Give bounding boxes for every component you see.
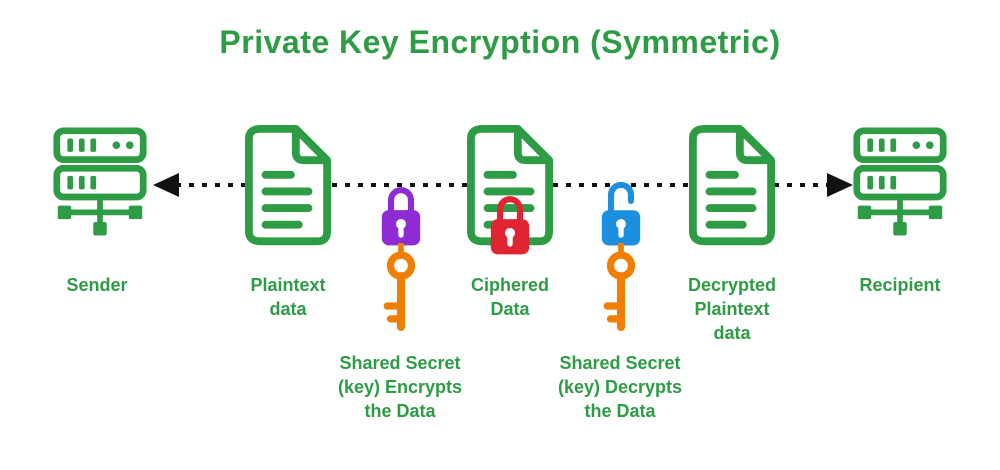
encrypt-key-node <box>380 243 422 333</box>
decrypt-lock-node <box>598 178 644 249</box>
unlocked-padlock-icon <box>601 181 641 246</box>
ciphered-label: Ciphered Data <box>470 275 549 319</box>
sender-node <box>52 126 148 246</box>
locked-padlock-icon <box>490 196 530 255</box>
server-icon <box>53 127 147 236</box>
plaintext-label: Plaintext data <box>250 275 326 319</box>
decrypted-node <box>688 124 776 246</box>
locked-padlock-icon <box>381 187 421 246</box>
decrypted-label: Decrypted Plaintext data <box>687 275 777 343</box>
encrypt-key-label: Shared Secret (key) Encrypts the Data <box>337 353 463 421</box>
document-icon <box>244 124 332 246</box>
decrypt-key-label: Shared Secret (key) Decrypts the Data <box>557 353 683 421</box>
document-icon <box>688 124 776 246</box>
decrypt-key-node <box>600 243 642 333</box>
diagram-title: Private Key Encryption (Symmetric) <box>219 24 781 60</box>
key-icon <box>603 243 636 332</box>
cipher-lock-node <box>487 190 533 257</box>
plaintext-node <box>244 124 332 246</box>
left-arrowhead-icon <box>153 173 179 197</box>
key-icon <box>383 243 416 332</box>
encrypt-lock-node <box>378 181 424 248</box>
recipient-node <box>852 126 948 246</box>
right-arrowhead-icon <box>827 173 853 197</box>
recipient-label: Recipient <box>859 275 941 295</box>
server-icon <box>853 127 947 236</box>
sender-label: Sender <box>66 275 128 295</box>
